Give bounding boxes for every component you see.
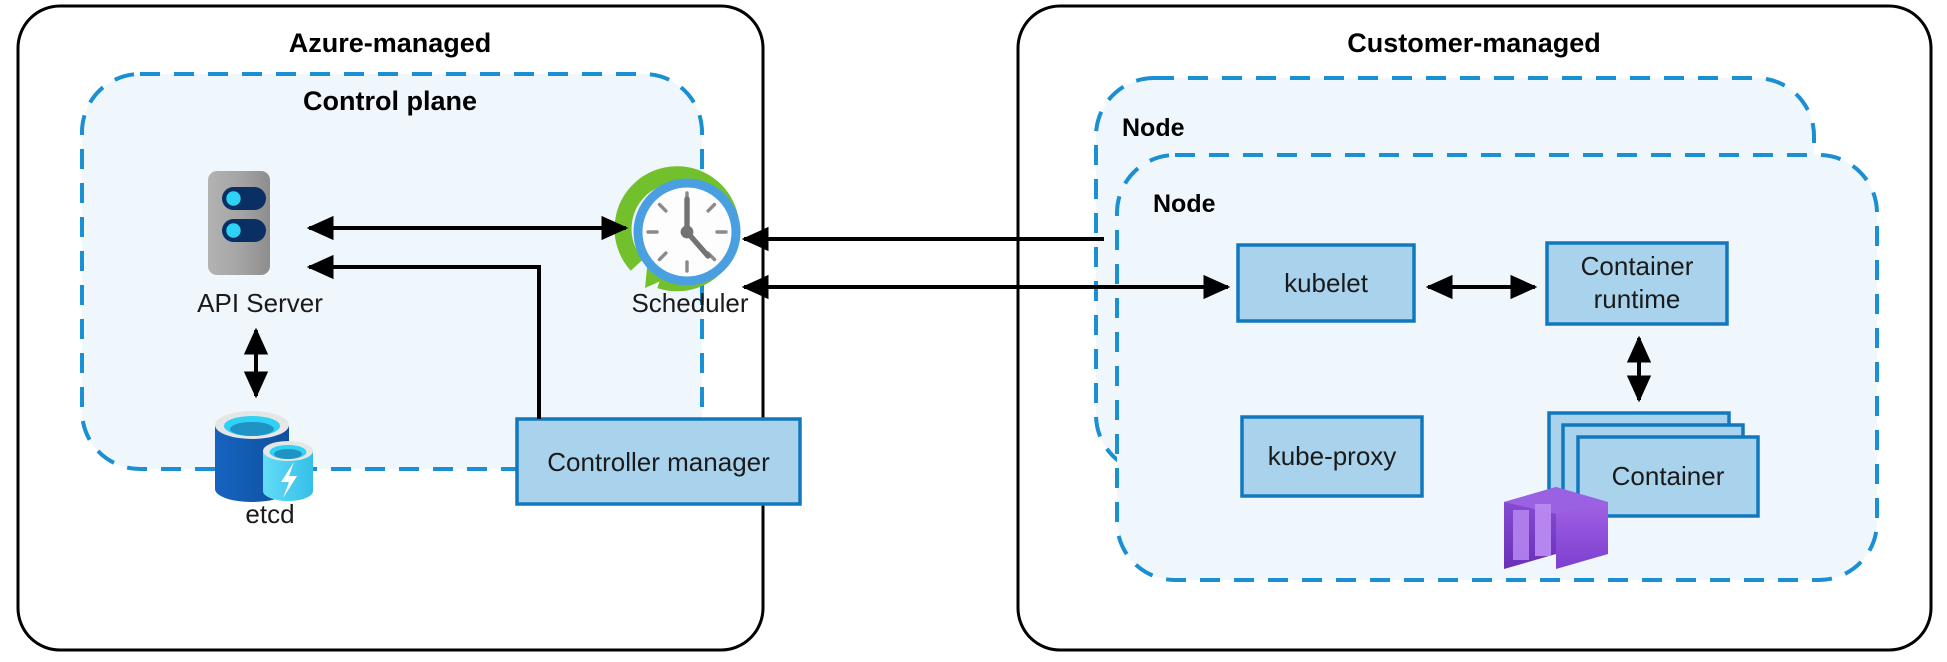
container-box-icon-slot-1 bbox=[1513, 510, 1529, 560]
controller-manager-label: Controller manager bbox=[547, 447, 770, 477]
control-plane-region: Control plane bbox=[80, 72, 704, 471]
api-server-node[interactable]: API Server bbox=[197, 171, 323, 318]
database-icon-primary-inner bbox=[230, 422, 274, 436]
server-icon-led-2 bbox=[226, 223, 241, 238]
kubelet-label: kubelet bbox=[1284, 268, 1369, 298]
container-box-icon-slot-2 bbox=[1535, 504, 1551, 556]
container-label: Container bbox=[1612, 461, 1725, 491]
connection-controller-manager-api-server bbox=[306, 254, 541, 419]
node-inner-title: Node bbox=[1153, 190, 1216, 218]
control-plane-boundary bbox=[80, 72, 704, 471]
database-icon-lightning bbox=[281, 462, 297, 498]
container-runtime-node[interactable]: Container runtime bbox=[1545, 241, 1729, 326]
node-inner-region: Node bbox=[1115, 153, 1879, 582]
database-icon-secondary-inner bbox=[274, 449, 302, 459]
node-outer-title: Node bbox=[1122, 114, 1185, 142]
api-server-label: API Server bbox=[197, 288, 323, 318]
container-runtime-label-line-2: runtime bbox=[1594, 284, 1681, 314]
node-inner-boundary bbox=[1115, 153, 1879, 582]
container-box-icon bbox=[1504, 487, 1608, 569]
etcd-label: etcd bbox=[245, 499, 294, 529]
clock-icon-center bbox=[680, 225, 694, 239]
kube-proxy-node[interactable]: kube-proxy bbox=[1240, 415, 1424, 498]
kubelet-box bbox=[1236, 243, 1416, 323]
control-plane-title: Control plane bbox=[303, 86, 477, 116]
customer-managed-title: Customer-managed bbox=[1347, 28, 1601, 58]
controller-manager-box bbox=[515, 417, 802, 506]
container-runtime-box bbox=[1545, 241, 1729, 326]
container-runtime-label-line-1: Container bbox=[1581, 251, 1694, 281]
controller-manager-node[interactable]: Controller manager bbox=[515, 417, 802, 506]
scheduler-node[interactable]: Scheduler bbox=[614, 166, 749, 318]
server-icon-led-1 bbox=[226, 191, 241, 206]
azure-managed-title: Azure-managed bbox=[289, 28, 492, 58]
kube-proxy-box bbox=[1240, 415, 1424, 498]
arrow-controller-api bbox=[306, 254, 541, 419]
container-box-icon-top-face bbox=[1504, 487, 1608, 514]
kubelet-node[interactable]: kubelet bbox=[1236, 243, 1416, 323]
etcd-node[interactable]: etcd bbox=[215, 411, 313, 529]
kube-proxy-label: kube-proxy bbox=[1268, 441, 1397, 471]
container-node[interactable]: Container bbox=[1547, 411, 1760, 518]
scheduler-label: Scheduler bbox=[631, 288, 748, 318]
